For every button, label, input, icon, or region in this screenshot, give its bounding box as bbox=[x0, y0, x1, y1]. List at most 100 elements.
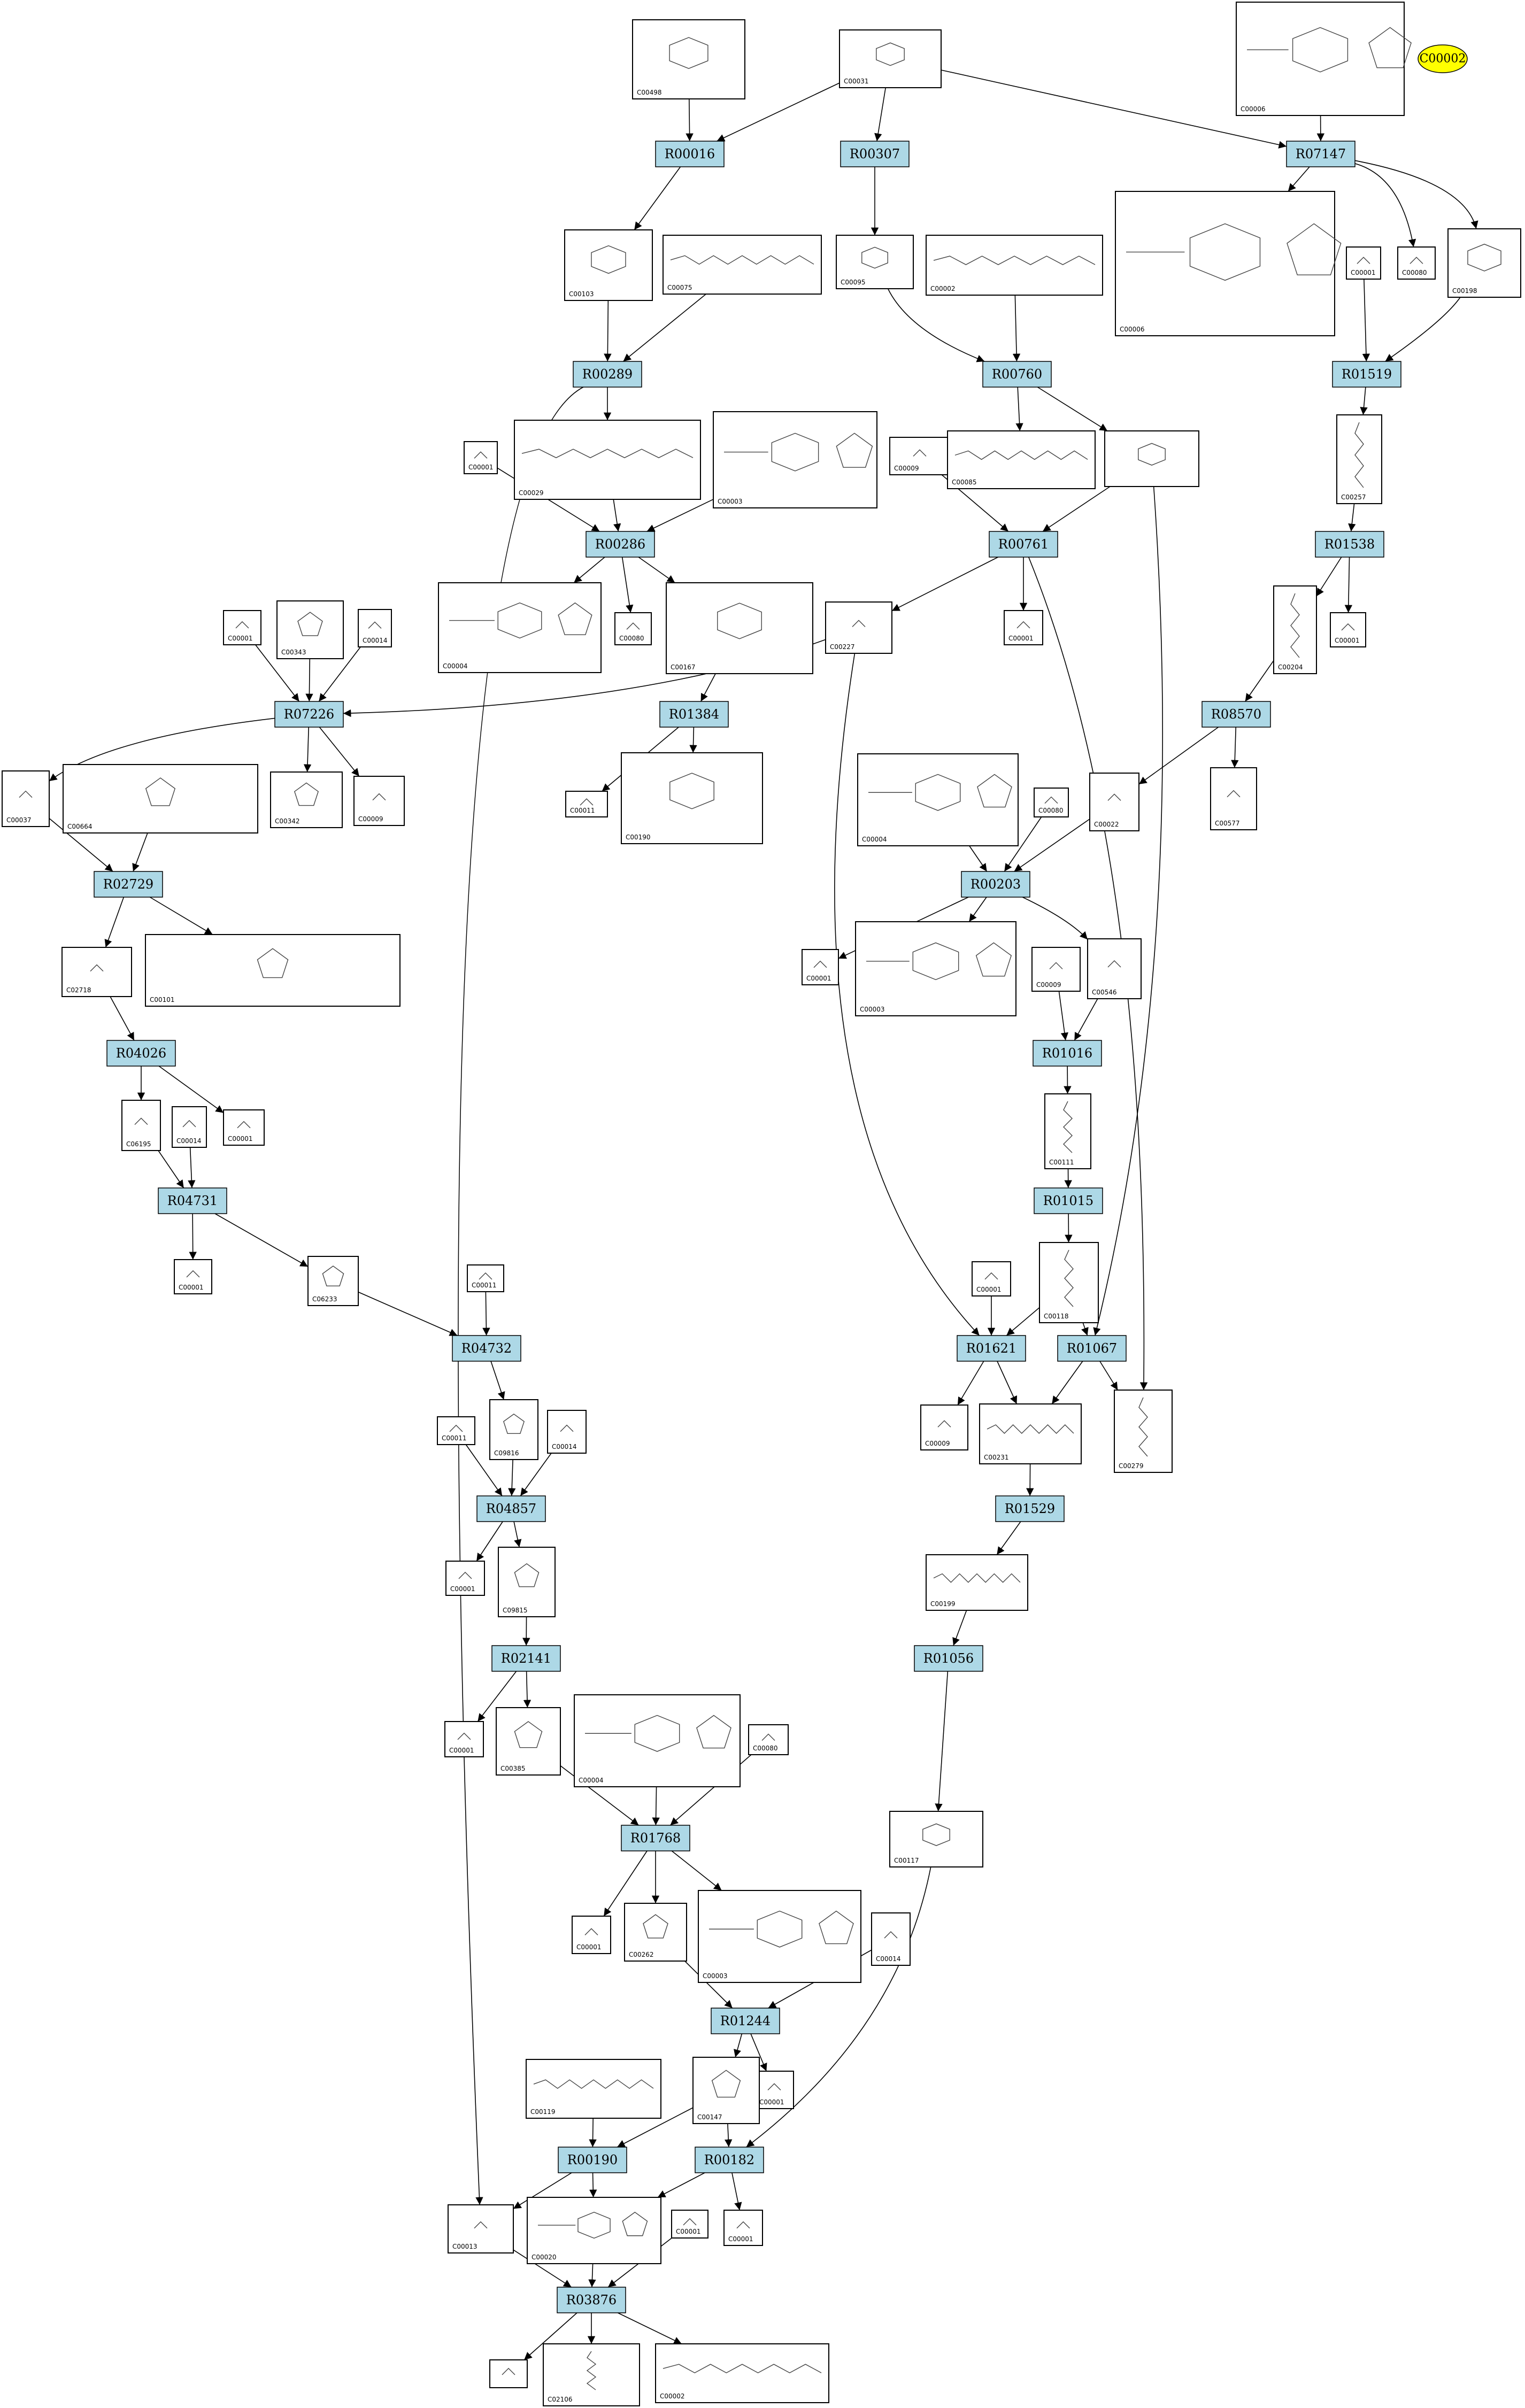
compound-c00011_c[interactable]: C00011 bbox=[437, 1416, 475, 1445]
compound-c00014_d[interactable]: C00014 bbox=[871, 1912, 911, 1966]
compound-c00343[interactable]: C00343 bbox=[276, 600, 344, 659]
reaction-R01067[interactable]: R01067 bbox=[1057, 1335, 1127, 1362]
compound-c00001_d[interactable]: C00001 bbox=[1004, 610, 1043, 645]
compound-c00013[interactable]: C00013 bbox=[448, 2204, 514, 2253]
compound-c00080_d[interactable]: C00080 bbox=[748, 1724, 789, 1755]
compound-c00577[interactable]: C00577 bbox=[1210, 767, 1257, 830]
compound-c00001_e[interactable]: C00001 bbox=[1330, 612, 1366, 647]
compound-c00004_c[interactable]: C00004 bbox=[574, 1694, 741, 1787]
compound-c00001_j[interactable]: C00001 bbox=[445, 1561, 485, 1596]
compound-c00095[interactable]: C00095 bbox=[836, 235, 914, 289]
compound-c06233[interactable]: C06233 bbox=[307, 1256, 359, 1306]
compound-c00006_mid[interactable]: C00006 bbox=[1115, 191, 1342, 336]
reaction-R01015[interactable]: R01015 bbox=[1034, 1187, 1103, 1214]
compound-c00498[interactable]: C00498 bbox=[632, 19, 745, 99]
compound-c00227[interactable]: C00227 bbox=[825, 601, 892, 654]
compound-c00003_c[interactable]: C00003 bbox=[698, 1890, 861, 1983]
compound-c00001_a[interactable]: C00001 bbox=[1346, 246, 1381, 280]
compound-c00080_c[interactable]: C00080 bbox=[1034, 788, 1069, 817]
compound-c00342[interactable]: C00342 bbox=[270, 771, 343, 828]
reaction-R01016[interactable]: R01016 bbox=[1033, 1040, 1102, 1067]
compound-c00231[interactable]: C00231 bbox=[979, 1403, 1082, 1464]
reaction-R04026[interactable]: R04026 bbox=[106, 1040, 176, 1067]
reaction-R08570[interactable]: R08570 bbox=[1201, 701, 1271, 728]
compound-c00003_a[interactable]: C00003 bbox=[713, 411, 877, 508]
compound-c09816[interactable]: C09816 bbox=[489, 1399, 538, 1460]
reaction-R00182[interactable]: R00182 bbox=[695, 2147, 764, 2173]
compound-c00002_mid[interactable]: C00002 bbox=[926, 235, 1103, 296]
legend-compound[interactable]: C00002 bbox=[1418, 44, 1468, 73]
compound-c00009_a[interactable]: C00009 bbox=[889, 437, 950, 475]
compound-c00257[interactable]: C00257 bbox=[1336, 414, 1382, 504]
compound-c00001_i[interactable]: C00001 bbox=[972, 1261, 1011, 1296]
compound-c00117[interactable]: C00117 bbox=[889, 1811, 983, 1867]
compound-c00009_c[interactable]: C00009 bbox=[1031, 947, 1081, 992]
compound-c00031_x[interactable] bbox=[1104, 430, 1199, 487]
compound-c00190[interactable]: C00190 bbox=[621, 752, 763, 844]
compound-c00119[interactable]: C00119 bbox=[526, 2059, 661, 2119]
compound-c00075[interactable]: C00075 bbox=[663, 235, 822, 295]
reaction-R00016[interactable]: R00016 bbox=[655, 141, 725, 167]
compound-c00118[interactable]: C00118 bbox=[1039, 1242, 1099, 1323]
reaction-R01529[interactable]: R01529 bbox=[995, 1495, 1065, 1522]
compound-c00167[interactable]: C00167 bbox=[666, 582, 813, 674]
compound-c00001_k[interactable]: C00001 bbox=[444, 1721, 484, 1757]
compound-c00279[interactable]: C00279 bbox=[1114, 1390, 1173, 1473]
compound-c00004_b[interactable]: C00004 bbox=[857, 753, 1019, 846]
reaction-R07147[interactable]: R07147 bbox=[1286, 141, 1355, 167]
compound-c00198[interactable]: C00198 bbox=[1447, 228, 1521, 298]
compound-c00029[interactable]: C00029 bbox=[514, 420, 701, 500]
compound-c00001_p[interactable] bbox=[489, 2359, 528, 2388]
reaction-R04857[interactable]: R04857 bbox=[476, 1495, 546, 1522]
compound-c00111[interactable]: C00111 bbox=[1044, 1093, 1091, 1169]
compound-c06195[interactable]: C06195 bbox=[121, 1100, 161, 1151]
reaction-R03876[interactable]: R03876 bbox=[557, 2287, 626, 2313]
reaction-R04732[interactable]: R04732 bbox=[452, 1335, 521, 1362]
compound-c00022[interactable]: C00022 bbox=[1089, 773, 1139, 831]
compound-c00262[interactable]: C00262 bbox=[624, 1903, 687, 1962]
reaction-R00289[interactable]: R00289 bbox=[573, 361, 642, 388]
reaction-R02729[interactable]: R02729 bbox=[94, 871, 163, 898]
compound-c00011_b[interactable]: C00011 bbox=[467, 1264, 504, 1292]
compound-c00385[interactable]: C00385 bbox=[496, 1707, 561, 1776]
reaction-R00286[interactable]: R00286 bbox=[586, 531, 655, 558]
reaction-R01244[interactable]: R01244 bbox=[711, 2008, 780, 2034]
compound-c00080_b[interactable]: C00080 bbox=[614, 612, 652, 645]
compound-c00006_top[interactable]: C00006 bbox=[1236, 2, 1412, 116]
compound-c00147[interactable]: C00147 bbox=[692, 2057, 760, 2124]
compound-c00664[interactable]: C00664 bbox=[63, 764, 258, 833]
reaction-R01768[interactable]: R01768 bbox=[621, 1825, 690, 1851]
reaction-R01519[interactable]: R01519 bbox=[1332, 361, 1401, 388]
compound-c00546[interactable]: C00546 bbox=[1087, 938, 1142, 999]
compound-c09815[interactable]: C09815 bbox=[498, 1547, 556, 1617]
compound-c00014_c[interactable]: C00014 bbox=[547, 1410, 587, 1454]
compound-c00031_top[interactable]: C00031 bbox=[839, 29, 942, 88]
compound-c00001_g[interactable]: C00001 bbox=[223, 1109, 265, 1146]
compound-c00001_o[interactable]: C00001 bbox=[671, 2210, 708, 2239]
compound-c00037[interactable]: C00037 bbox=[2, 770, 50, 827]
compound-c02718[interactable]: C02718 bbox=[61, 947, 132, 997]
compound-c00001_f[interactable]: C00001 bbox=[802, 949, 839, 985]
reaction-R02141[interactable]: R02141 bbox=[491, 1645, 561, 1672]
compound-c00020[interactable]: C00020 bbox=[527, 2197, 661, 2264]
reaction-R00761[interactable]: R00761 bbox=[989, 531, 1058, 558]
compound-c00204[interactable]: C00204 bbox=[1273, 585, 1317, 674]
compound-c00009_d[interactable]: C00009 bbox=[920, 1404, 968, 1450]
reaction-R01056[interactable]: R01056 bbox=[914, 1645, 983, 1672]
compound-c00004_a[interactable]: C00004 bbox=[438, 582, 602, 673]
reaction-R00203[interactable]: R00203 bbox=[961, 871, 1030, 898]
compound-c00014_a[interactable]: C00014 bbox=[358, 609, 392, 647]
reaction-R04731[interactable]: R04731 bbox=[158, 1187, 227, 1214]
compound-c00103[interactable]: C00103 bbox=[564, 229, 653, 301]
compound-c00009_b[interactable]: C00009 bbox=[353, 776, 405, 826]
compound-c00014_b[interactable]: C00014 bbox=[172, 1106, 207, 1148]
compound-c00080_a[interactable]: C00080 bbox=[1397, 246, 1436, 280]
compound-c00001_h[interactable]: C00001 bbox=[174, 1259, 212, 1294]
reaction-R01538[interactable]: R01538 bbox=[1315, 531, 1384, 558]
compound-c00001_c[interactable]: C00001 bbox=[223, 610, 261, 645]
compound-c00002_bot[interactable]: C00002 bbox=[655, 2343, 829, 2403]
compound-c00001_n[interactable]: C00001 bbox=[723, 2210, 763, 2246]
reaction-R00760[interactable]: R00760 bbox=[982, 361, 1052, 388]
compound-c00001_m[interactable]: C00001 bbox=[754, 2071, 794, 2109]
compound-c00003_b[interactable]: C00003 bbox=[855, 921, 1016, 1016]
